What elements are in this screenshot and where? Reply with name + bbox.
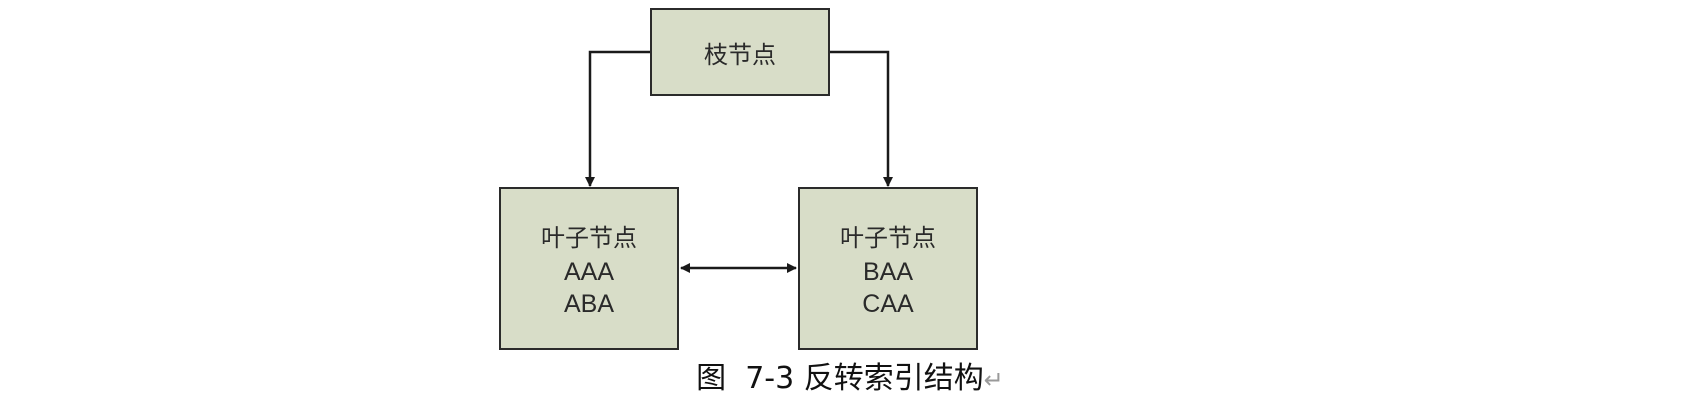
branch-node: 枝节点 — [650, 8, 830, 96]
leaf-key: BAA — [862, 258, 914, 286]
branch-to-left-leaf-arrow — [585, 50, 650, 187]
branch-node-label: 枝节点 — [704, 40, 776, 69]
return-mark-icon: ↵ — [983, 366, 1004, 394]
branch-to-right-leaf-arrow — [830, 50, 893, 187]
figure-caption: 图 7-3 反转索引结构↵ — [0, 353, 1700, 397]
leaf-node-right: 叶子节点 BAA CAA — [798, 187, 978, 350]
leaf-key: ABA — [563, 290, 615, 318]
leaf-key: AAA — [563, 258, 615, 286]
leaf-key: CAA — [862, 290, 914, 318]
leaf-node-label: 叶子节点 — [541, 224, 637, 252]
leaf-node-label: 叶子节点 — [840, 224, 936, 252]
caption-text: 图 7-3 反转索引结构 — [696, 361, 984, 396]
leaf-node-left: 叶子节点 AAA ABA — [499, 187, 679, 350]
